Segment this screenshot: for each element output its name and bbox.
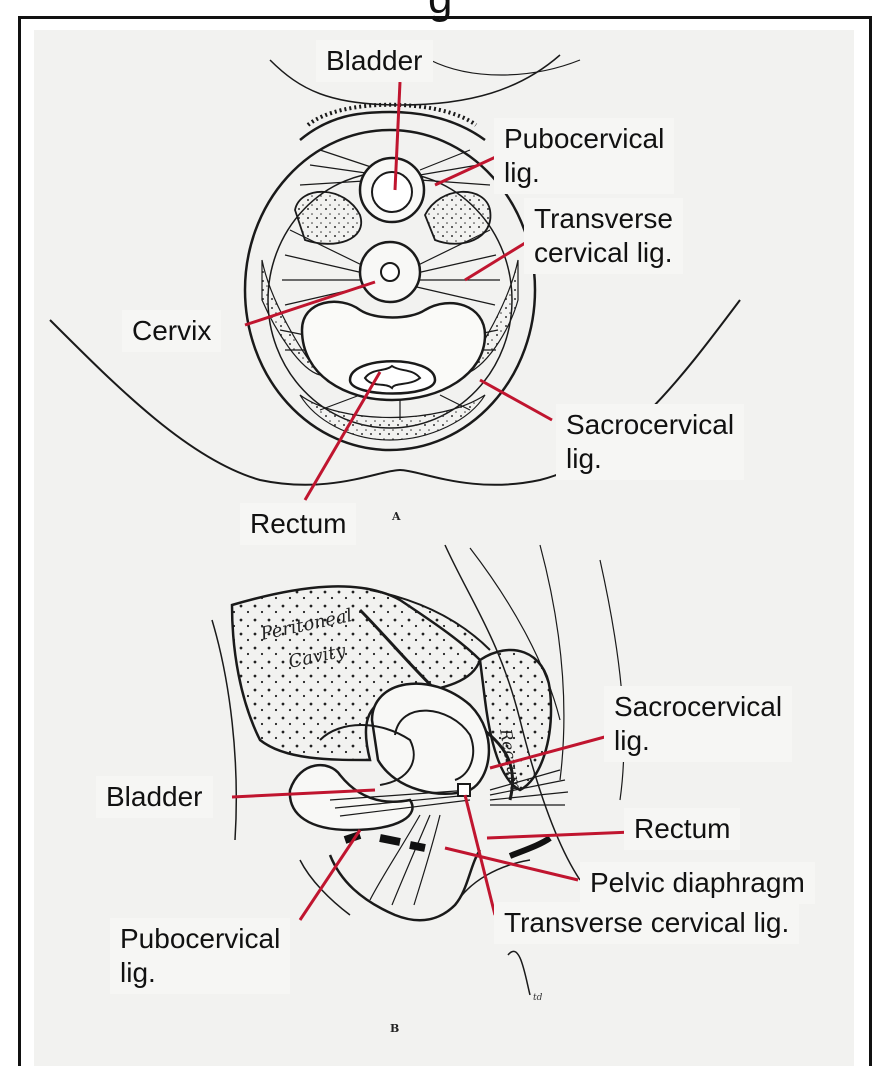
label-a-pubocervical: Pubocervical lig. — [494, 118, 674, 194]
label-a-rectum: Rectum — [240, 503, 356, 545]
label-a-sacrocervical: Sacrocervical lig. — [556, 404, 744, 480]
label-b-rectum: Rectum — [624, 808, 740, 850]
label-b-pubocervical: Pubocervical lig. — [110, 918, 290, 994]
label-b-transverse: Transverse cervical lig. — [494, 902, 799, 944]
label-b-sacrocervical: Sacrocervical lig. — [604, 686, 792, 762]
panel-letter-b: B — [390, 1022, 399, 1035]
signature: td — [533, 993, 543, 1003]
label-b-bladder: Bladder — [96, 776, 213, 818]
label-b-pelvic-diaphragm: Pelvic diaphragm — [580, 862, 815, 904]
panel-letter-a: A — [391, 510, 401, 523]
label-a-cervix: Cervix — [122, 310, 221, 352]
label-a-transverse: Transverse cervical lig. — [524, 198, 683, 274]
label-a-bladder: Bladder — [316, 40, 433, 82]
